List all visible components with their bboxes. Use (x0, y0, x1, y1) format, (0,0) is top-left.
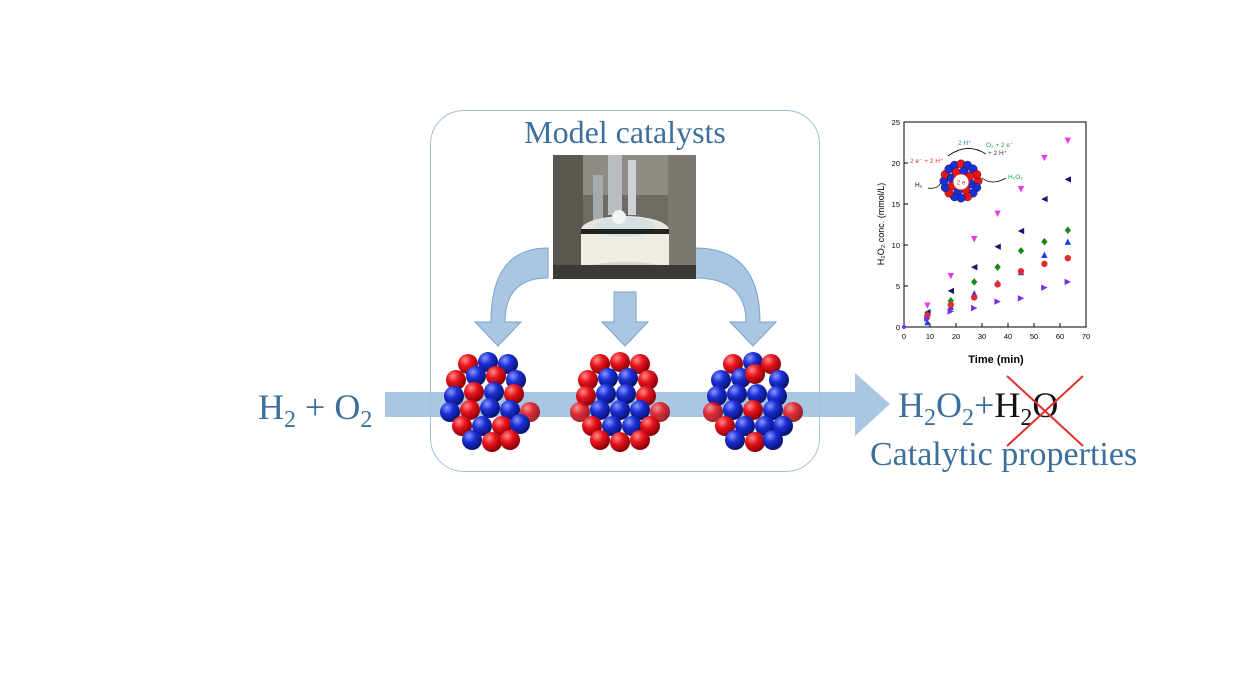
series-5-point (1017, 295, 1025, 302)
inset-label-2h-b: + 2 H⁺ (988, 150, 1007, 157)
x-tick-label: 0 (902, 332, 906, 341)
series-1-point (994, 243, 1001, 250)
curved-arrow-left (473, 247, 549, 347)
series-2-point (994, 263, 1001, 271)
x-tick-label: 40 (1004, 332, 1012, 341)
chart-frame (903, 121, 1087, 328)
series-2-point (971, 278, 978, 286)
series-1-point (1064, 176, 1071, 183)
reactor-photo (553, 155, 696, 279)
series-4-point (971, 294, 978, 301)
inset-label-h2: H₂ (915, 182, 923, 189)
reactants-label: H2 + O2 (258, 387, 373, 434)
x-tick-label: 70 (1082, 332, 1090, 341)
origin-point (902, 325, 906, 329)
straight-arrow-middle (600, 291, 650, 347)
series-4-point (994, 281, 1001, 288)
series-1-point (1017, 227, 1025, 235)
series-2-point (1041, 237, 1048, 246)
panel-title: Model catalysts (524, 114, 726, 150)
series-0-point (1041, 154, 1048, 162)
series-3-point (1041, 251, 1048, 259)
series-5-point (971, 304, 978, 312)
x-tick-label: 10 (926, 332, 934, 341)
x-tick-label: 50 (1030, 332, 1038, 341)
inset-schematic: 2 H⁺ O₂ + 2 e⁻ + 2 H⁺ 2 e⁻ + 2 H⁺ H₂ H₂O… (910, 140, 1023, 203)
series-1-point (1041, 195, 1048, 203)
chart-ylabel: H₂O₂ conc. (mmol/L) (876, 183, 886, 266)
cluster-core-shell (570, 352, 670, 452)
series-5-point (994, 298, 1001, 305)
chart-xlabel: Time (min) (968, 354, 1024, 366)
series-4-point (1064, 254, 1071, 262)
series-2-point (1064, 226, 1071, 235)
cross-mark (1006, 375, 1084, 447)
series-3-point (924, 318, 931, 326)
series-0-point (947, 272, 954, 280)
series-4-point (1041, 260, 1048, 268)
series-0-point (924, 302, 931, 309)
x-tick-label: 30 (978, 332, 986, 341)
curved-arrow-right (694, 247, 778, 347)
y-tick-label: 20 (892, 159, 900, 168)
series-1-point (971, 263, 978, 271)
cluster-random-alloy (440, 352, 540, 452)
inset-label-2h: 2 H⁺ (958, 140, 972, 147)
series-0-point (994, 210, 1001, 218)
crossed-water: H2O (994, 385, 1059, 432)
y-tick-label: 5 (896, 282, 900, 291)
model-catalysts-panel (430, 110, 820, 472)
y-tick-label: 25 (892, 118, 900, 127)
y-tick-label: 0 (896, 323, 900, 332)
series-5-point (1064, 278, 1071, 286)
catalytic-properties-caption: Catalytic properties (870, 436, 1138, 473)
series-2-point (1017, 246, 1025, 255)
series-3-point (1064, 238, 1071, 245)
inset-label-o2: O₂ + 2 e⁻ (986, 142, 1013, 149)
x-tick-label: 20 (952, 332, 960, 341)
products-label: H2O2+H2O (898, 385, 1059, 432)
series-1-point (947, 287, 954, 295)
series-5-point (924, 315, 931, 322)
inset-label-h2o2: H₂O₂ (1008, 174, 1023, 181)
series-0-point (1017, 186, 1025, 193)
y-tick-label: 15 (892, 200, 900, 209)
series-4-point (947, 301, 954, 309)
series-4-point (1017, 268, 1025, 275)
series-0-point (1064, 137, 1071, 145)
cluster-surface-alloy (703, 352, 803, 452)
series-5-point (947, 308, 954, 315)
y-tick-label: 10 (892, 241, 900, 250)
inset-label-2e: 2 e (956, 180, 965, 187)
x-tick-label: 60 (1056, 332, 1064, 341)
series-5-point (1041, 284, 1048, 291)
series-0-point (971, 236, 978, 243)
inset-label-2e2h: 2 e⁻ + 2 H⁺ (910, 158, 943, 165)
